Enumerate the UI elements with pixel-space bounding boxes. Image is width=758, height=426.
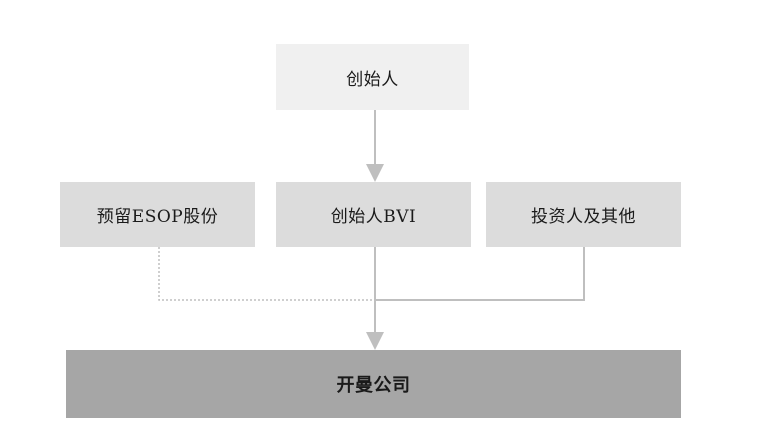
- esop-reserve-box: 预留ESOP股份: [60, 182, 255, 247]
- esop-dotted-connector: [158, 247, 375, 301]
- founder-label: 创始人: [346, 69, 399, 90]
- investors-box: 投资人及其他: [486, 182, 681, 247]
- founder-bvi-label: 创始人BVI: [330, 207, 417, 227]
- cayman-company-box: 开曼公司: [66, 350, 681, 418]
- founder-to-bvi-arrowhead: [366, 164, 384, 182]
- esop-reserve-label: 预留ESOP股份: [96, 207, 219, 227]
- founder-box: 创始人: [276, 44, 469, 110]
- bvi-to-company-arrowhead: [366, 332, 384, 350]
- cayman-company-label: 开曼公司: [336, 375, 411, 396]
- investors-label: 投资人及其他: [531, 207, 636, 227]
- investors-connector: [375, 247, 585, 301]
- founder-bvi-box: 创始人BVI: [276, 182, 471, 247]
